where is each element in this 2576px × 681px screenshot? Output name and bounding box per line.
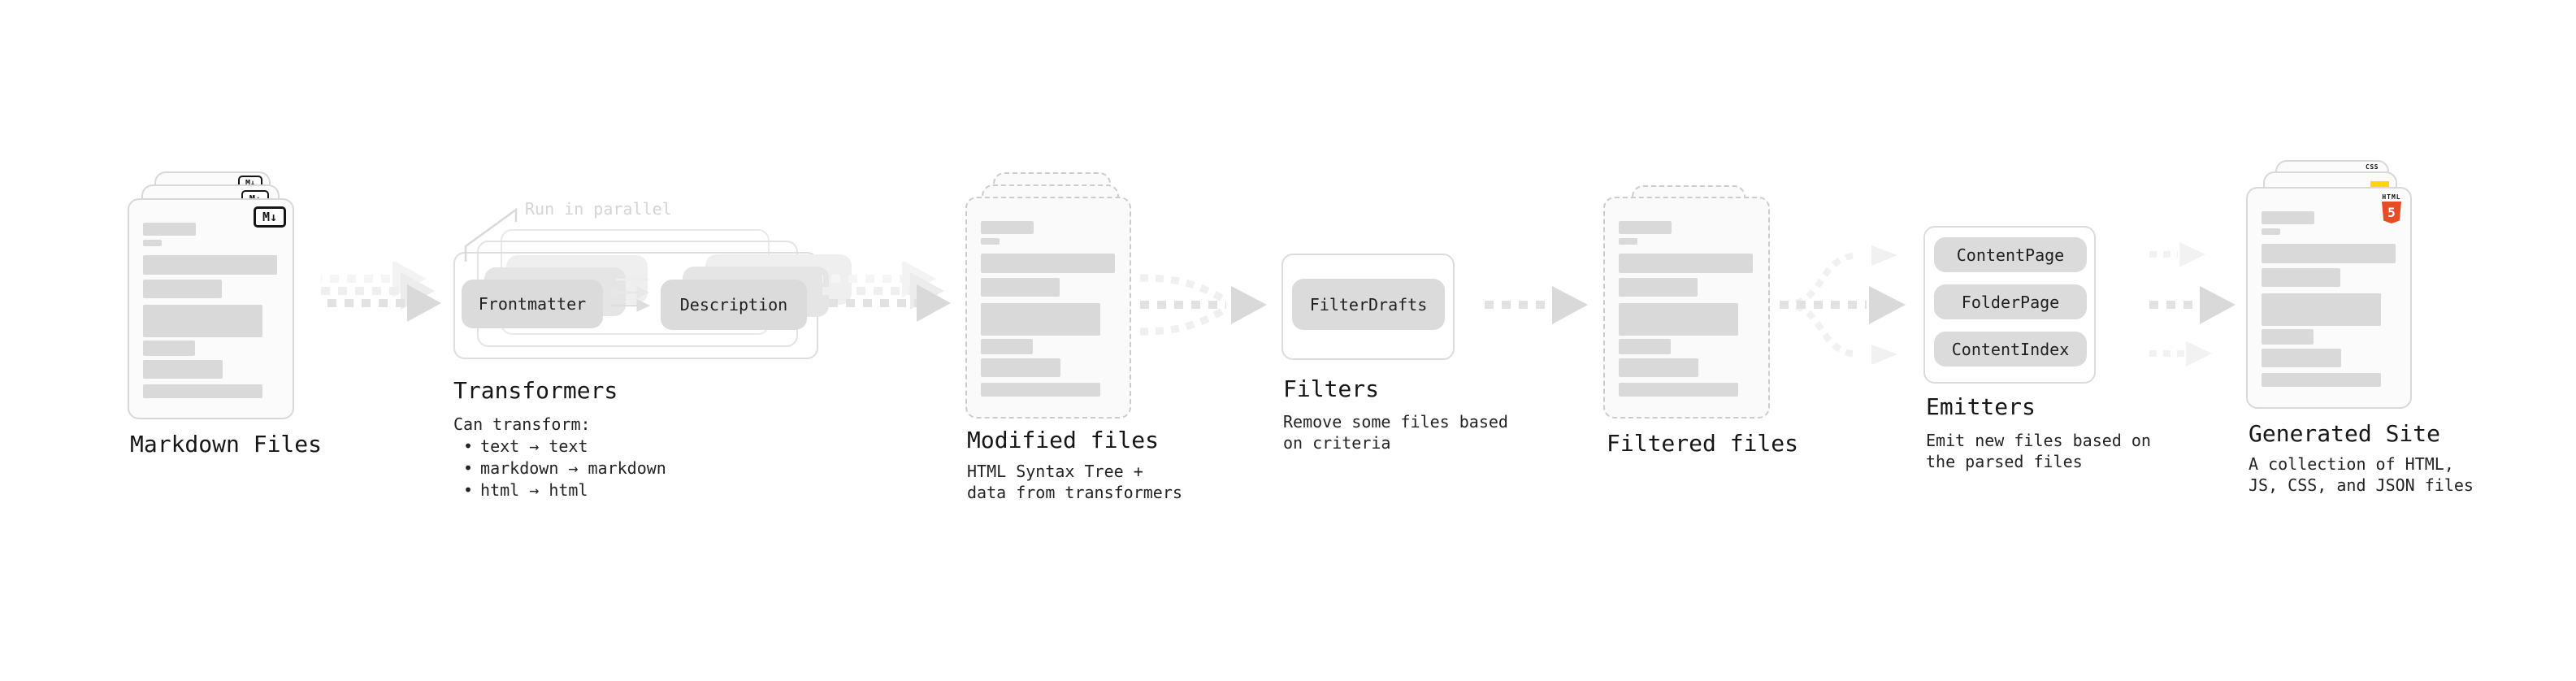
generated-site-label: Generated Site bbox=[2249, 420, 2441, 447]
contentpage-pill: ContentPage bbox=[1934, 237, 2087, 272]
modified-file-card-front bbox=[965, 197, 1131, 419]
fanout-arrow-icon bbox=[1780, 245, 1906, 365]
description-pill: Description bbox=[661, 280, 807, 330]
stacked-arrow-right-icon bbox=[321, 262, 441, 322]
parallel-arrows-icon bbox=[610, 274, 651, 312]
text-placeholder-bars bbox=[1619, 221, 1753, 397]
filtered-files-label: Filtered files bbox=[1607, 430, 1799, 457]
text-placeholder-bars bbox=[2262, 211, 2396, 387]
text-placeholder-bars bbox=[143, 223, 277, 398]
run-in-parallel-annotation: Run in parallel bbox=[525, 199, 672, 219]
markdown-icon: M↓ bbox=[254, 206, 286, 228]
desc-item: •text → text bbox=[463, 436, 588, 456]
arrow-right-icon bbox=[1485, 286, 1588, 324]
markdown-file-card-front: M↓ bbox=[128, 198, 294, 419]
desc-item: •html → html bbox=[463, 480, 588, 500]
filterdrafts-pill: FilterDrafts bbox=[1292, 279, 1445, 330]
transformers-description: Can transform: •text → text •markdown → … bbox=[453, 414, 666, 501]
filters-label: Filters bbox=[1283, 375, 1380, 402]
triple-arrow-icon bbox=[2149, 242, 2236, 367]
desc-title: Can transform: bbox=[453, 414, 591, 434]
folderpage-pill: FolderPage bbox=[1934, 284, 2087, 319]
filters-description: Remove some files based on criteria bbox=[1283, 412, 1508, 453]
desc-item: •markdown → markdown bbox=[463, 458, 666, 478]
html5-badge-icon: HTML 5 bbox=[2382, 193, 2401, 223]
modified-files-label: Modified files bbox=[967, 427, 1160, 453]
contentindex-pill: ContentIndex bbox=[1934, 332, 2087, 367]
emitters-description: Emit new files based on the parsed files bbox=[1926, 431, 2151, 471]
modified-files-description: HTML Syntax Tree + data from transformer… bbox=[967, 462, 1182, 502]
annotation-leader-line bbox=[464, 207, 518, 262]
stacked-arrow-right-icon bbox=[822, 262, 951, 322]
generated-file-card-html: HTML 5 bbox=[2246, 187, 2412, 409]
text-placeholder-bars bbox=[981, 221, 1115, 397]
emitters-label: Emitters bbox=[1926, 393, 2036, 420]
generated-site-description: A collection of HTML, JS, CSS, and JSON … bbox=[2249, 454, 2474, 495]
merge-arrow-icon bbox=[1139, 274, 1267, 336]
frontmatter-pill: Frontmatter bbox=[462, 280, 603, 328]
markdown-files-label: Markdown Files bbox=[130, 431, 323, 458]
transformers-label: Transformers bbox=[453, 377, 618, 404]
js-badge-icon bbox=[2370, 181, 2389, 189]
filtered-file-card-front bbox=[1603, 197, 1770, 419]
